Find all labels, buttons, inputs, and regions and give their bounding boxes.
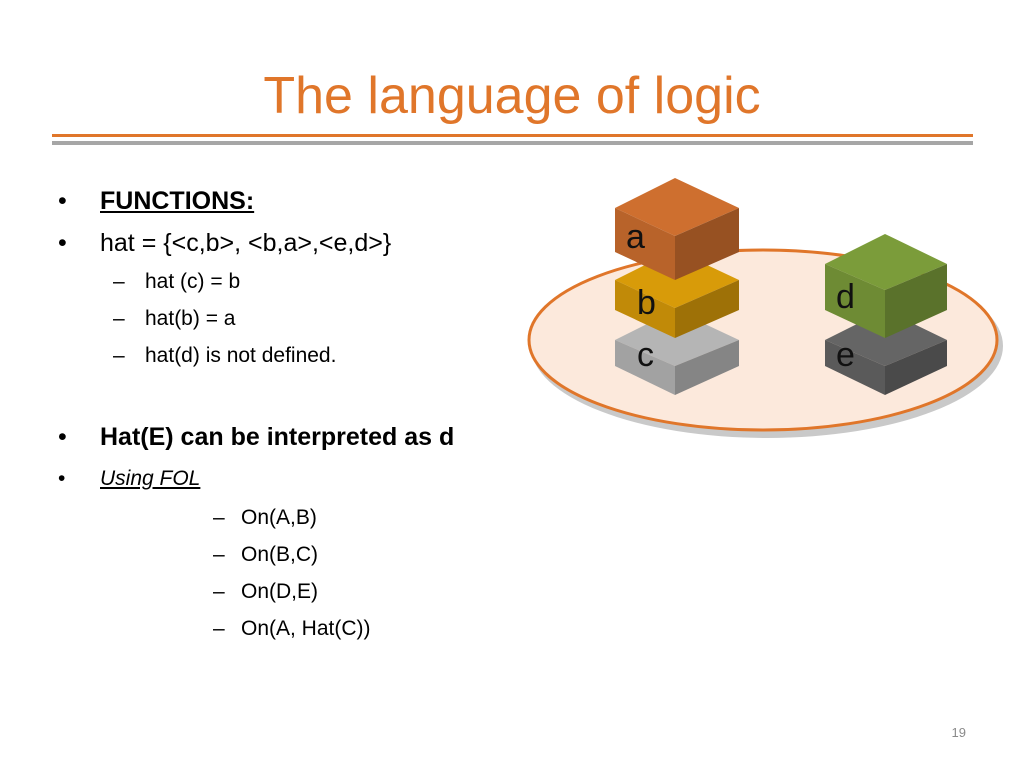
fol-item-text: On(B,C) (241, 543, 319, 566)
page-number: 19 (951, 725, 966, 740)
bullet-mark: • (58, 467, 66, 490)
block-label: a (626, 218, 645, 256)
dash-mark: – (113, 307, 125, 330)
block-a: a (615, 178, 739, 280)
dash-mark: – (213, 506, 225, 529)
bullet-text: hat = {<c,b>, <b,a>,<e,d>} (100, 229, 392, 257)
dash-mark: – (213, 543, 225, 566)
block-e: e (825, 310, 947, 395)
title-rule-gray (52, 141, 973, 145)
block-label: b (637, 284, 656, 322)
sub-bullet-text: hat(b) = a (145, 307, 236, 330)
block-c: c (615, 310, 739, 395)
block-label: d (836, 278, 855, 316)
bullet-mark: • (58, 187, 67, 215)
title-rule-orange (52, 134, 973, 137)
bullet-mark: • (58, 229, 67, 257)
fol-item-text: On(A, Hat(C)) (241, 617, 371, 640)
blocks-world-diagram: c b a e d (527, 178, 1003, 438)
block-label: e (836, 336, 855, 374)
dash-mark: – (113, 344, 125, 367)
dash-mark: – (213, 617, 225, 640)
sub-bullet-text: hat (c) = b (145, 270, 241, 293)
block-label: c (637, 336, 654, 374)
fol-item-text: On(A,B) (241, 506, 317, 529)
bullet-text: FUNCTIONS: (100, 187, 255, 215)
block-d: d (825, 234, 947, 338)
bullet-text: Hat(E) can be interpreted as d (100, 423, 455, 451)
bullet-text: Using FOL (100, 467, 201, 490)
dash-mark: – (113, 270, 125, 293)
dash-mark: – (213, 580, 225, 603)
slide-title: The language of logic (263, 67, 761, 125)
fol-item-text: On(D,E) (241, 580, 319, 603)
bullet-mark: • (58, 423, 67, 451)
sub-bullet-text: hat(d) is not defined. (145, 344, 337, 367)
